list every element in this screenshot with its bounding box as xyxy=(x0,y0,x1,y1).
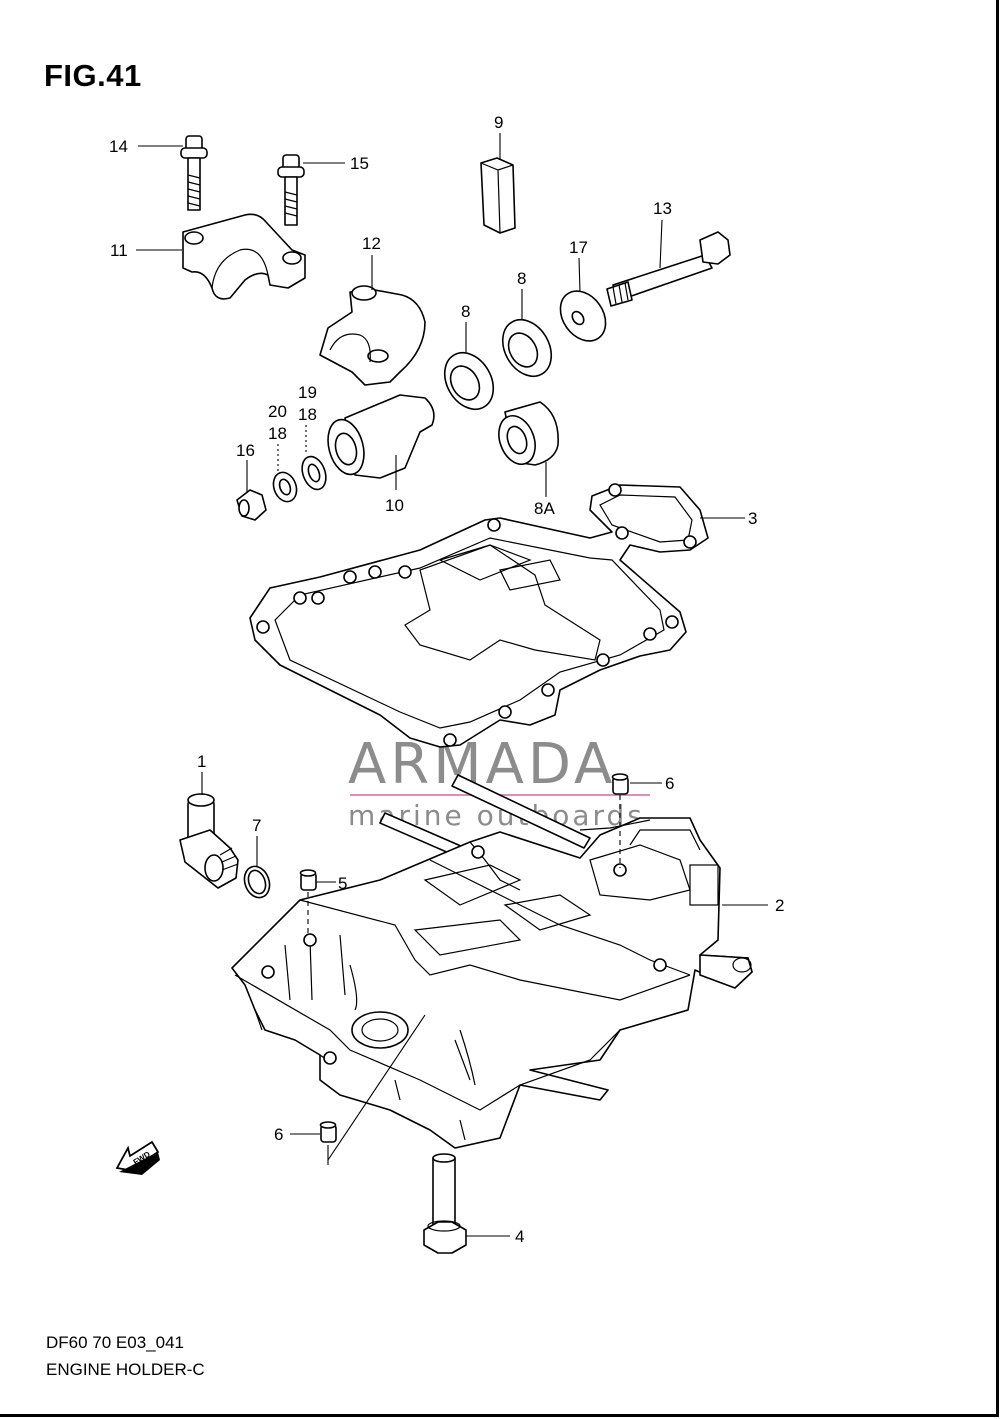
callout-1: 1 xyxy=(197,752,206,771)
dowel-pin-6-lower xyxy=(319,1121,337,1143)
callout-18-bottom: 18 xyxy=(268,424,287,443)
bushing-8A xyxy=(498,401,559,466)
bolt-15 xyxy=(277,154,305,226)
dowel-pin-5 xyxy=(299,869,317,891)
callout-labels: 14 15 9 13 11 12 17 8 8 19 18 20 18 16 1… xyxy=(109,113,784,1246)
callout-8-lower: 8 xyxy=(461,302,470,321)
bushing-housing-12 xyxy=(319,285,426,386)
washer-17 xyxy=(559,290,607,342)
leader-lines xyxy=(136,133,768,1237)
callout-19: 19 xyxy=(298,383,317,402)
callout-15: 15 xyxy=(350,154,369,173)
callout-7: 7 xyxy=(252,816,261,835)
callout-6-upper: 6 xyxy=(665,774,674,793)
callout-13: 13 xyxy=(653,199,672,218)
callout-16: 16 xyxy=(236,441,255,460)
o-ring-7 xyxy=(243,865,271,899)
engine-holder-2 xyxy=(231,817,753,1149)
callout-18-top: 18 xyxy=(298,405,317,424)
assembly-name: ENGINE HOLDER-C xyxy=(46,1360,205,1379)
callout-2: 2 xyxy=(775,896,784,915)
dowel-pin-6-upper xyxy=(611,773,629,795)
callout-9: 9 xyxy=(494,113,503,132)
fitting-1 xyxy=(179,793,239,889)
bolt-13 xyxy=(606,231,731,307)
callout-10: 10 xyxy=(385,496,404,515)
engine-holder-cap-11 xyxy=(182,213,306,300)
callout-12: 12 xyxy=(362,234,381,253)
callout-8-upper: 8 xyxy=(517,269,526,288)
rubber-pad-9 xyxy=(480,157,516,234)
callout-17: 17 xyxy=(569,238,588,257)
gasket-3-bolt-holes xyxy=(256,483,697,747)
mount-bushing-10 xyxy=(327,394,435,479)
fwd-arrow-icon: FWD xyxy=(115,1140,160,1175)
bolt-14 xyxy=(180,135,208,211)
seal-8-lower xyxy=(443,351,495,411)
nut-16 xyxy=(236,489,267,521)
callout-5: 5 xyxy=(338,874,347,893)
callout-3: 3 xyxy=(748,509,757,528)
gasket-3 xyxy=(249,483,709,748)
callout-4: 4 xyxy=(515,1227,524,1246)
seal-8-upper xyxy=(501,318,553,378)
callout-20: 20 xyxy=(268,402,287,421)
callout-8A: 8A xyxy=(534,499,555,518)
callout-6-lower: 6 xyxy=(274,1125,283,1144)
diagram-code: DF60 70 E03_041 xyxy=(46,1333,184,1352)
callout-11: 11 xyxy=(110,241,128,260)
figure-title: FIG.41 xyxy=(44,58,142,93)
washer-18-left xyxy=(272,471,298,503)
bolt-4 xyxy=(423,1153,467,1254)
callout-14: 14 xyxy=(109,137,128,156)
washer-18-right xyxy=(301,455,327,491)
